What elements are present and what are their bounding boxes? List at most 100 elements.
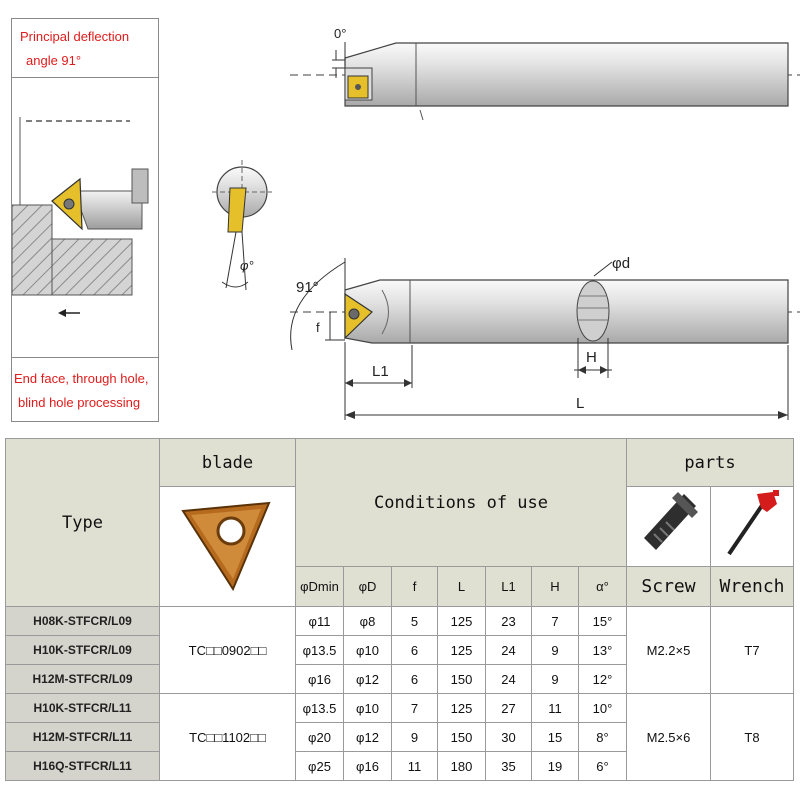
left-title-line2: angle 91° bbox=[26, 53, 82, 68]
row-d: φ12 bbox=[343, 664, 392, 694]
row-type: H08K-STFCR/L09 bbox=[5, 606, 160, 636]
row-type: H12M-STFCR/L09 bbox=[5, 664, 160, 694]
col-l1: L1 bbox=[485, 566, 532, 607]
row-dmin: φ20 bbox=[295, 722, 344, 752]
col-dmin: φDmin bbox=[295, 566, 344, 607]
row-h: 19 bbox=[531, 751, 579, 781]
angle-91-label: 91° bbox=[296, 279, 319, 296]
col-l: L bbox=[437, 566, 486, 607]
row-l: 180 bbox=[437, 751, 486, 781]
left-caption-area: End face, through hole, blind hole proce… bbox=[12, 357, 158, 422]
row-d: φ16 bbox=[343, 751, 392, 781]
angle-zero-label: 0° bbox=[334, 26, 346, 41]
table-row: H10K-STFCR/L11 TC□□1102□□ φ13.5 φ10 7 12… bbox=[5, 693, 794, 781]
row-alpha: 10° bbox=[578, 693, 627, 723]
conditions-header: Conditions of use bbox=[374, 492, 548, 513]
row-type: H12M-STFCR/L11 bbox=[5, 722, 160, 752]
left-title-area: Principal deflection angle 91° bbox=[12, 19, 158, 78]
row-l: 125 bbox=[437, 693, 486, 723]
row-h: 15 bbox=[531, 722, 579, 752]
row-h: 9 bbox=[531, 635, 579, 665]
cutting-illustration bbox=[12, 117, 149, 317]
angle-phi-label: φ° bbox=[240, 258, 254, 273]
blade-code: TC□□0902□□ bbox=[159, 606, 296, 694]
label-f: f bbox=[316, 320, 320, 335]
conditions-header-cell: Conditions of use bbox=[295, 438, 627, 567]
parts-header: parts bbox=[684, 452, 736, 473]
left-caption-line2: blind hole processing bbox=[18, 395, 141, 410]
table-row: H12M-STFCR/L11 φ20 φ12 9 150 30 15 8° bbox=[5, 722, 794, 752]
wrench-spec: T8 bbox=[710, 693, 794, 781]
row-h: 9 bbox=[531, 664, 579, 694]
parts-header-cell: parts bbox=[626, 438, 794, 487]
row-dmin: φ13.5 bbox=[295, 635, 344, 665]
screw-spec: M2.2×5 bbox=[626, 606, 711, 694]
screw-spec: M2.5×6 bbox=[626, 693, 711, 781]
row-d: φ10 bbox=[343, 635, 392, 665]
row-alpha: 8° bbox=[578, 722, 627, 752]
row-alpha: 13° bbox=[578, 635, 627, 665]
row-type: H10K-STFCR/L09 bbox=[5, 635, 160, 665]
label-L: L bbox=[576, 395, 584, 412]
blade-image-cell bbox=[159, 486, 296, 607]
table-row: H08K-STFCR/L09 TC□□0902□□ φ11 φ8 5 125 2… bbox=[5, 606, 794, 694]
table-row: H10K-STFCR/L09 φ13.5 φ10 6 125 24 9 13° bbox=[5, 635, 794, 665]
row-type: H10K-STFCR/L11 bbox=[5, 693, 160, 723]
row-d: φ12 bbox=[343, 722, 392, 752]
row-f: 9 bbox=[391, 722, 438, 752]
table-row: H16Q-STFCR/L11 φ25 φ16 11 180 35 19 6° bbox=[5, 751, 794, 781]
row-alpha: 15° bbox=[578, 606, 627, 636]
left-caption-line1: End face, through hole, bbox=[14, 371, 149, 386]
row-d: φ10 bbox=[343, 693, 392, 723]
row-type: H16Q-STFCR/L11 bbox=[5, 751, 160, 781]
label-phi-d: φd bbox=[612, 255, 630, 272]
left-title-line1: Principal deflection bbox=[20, 29, 130, 44]
row-l: 150 bbox=[437, 722, 486, 752]
row-dmin: φ11 bbox=[295, 606, 344, 636]
row-h: 7 bbox=[531, 606, 579, 636]
spec-table: Type blade Conditions of use parts bbox=[5, 438, 794, 781]
wrench-spec: T7 bbox=[710, 606, 794, 694]
row-dmin: φ25 bbox=[295, 751, 344, 781]
blade-header: blade bbox=[201, 452, 254, 473]
label-H: H bbox=[586, 349, 597, 366]
screw-header: Screw bbox=[626, 566, 711, 607]
screw-image-cell bbox=[626, 486, 711, 567]
row-f: 7 bbox=[391, 693, 438, 723]
wrench-image-cell bbox=[710, 486, 794, 567]
wrench-header: Wrench bbox=[710, 566, 794, 607]
row-l1: 35 bbox=[485, 751, 532, 781]
row-l: 125 bbox=[437, 606, 486, 636]
row-l1: 30 bbox=[485, 722, 532, 752]
torx-wrench-image bbox=[727, 490, 779, 556]
row-dmin: φ13.5 bbox=[295, 693, 344, 723]
row-h: 11 bbox=[531, 693, 579, 723]
col-h: H bbox=[531, 566, 579, 607]
row-f: 11 bbox=[391, 751, 438, 781]
boring-bar-drawing: 0° φ° 91° f φd H L1 L bbox=[212, 26, 800, 420]
label-L1: L1 bbox=[372, 363, 389, 380]
table-row: H12M-STFCR/L09 φ16 φ12 6 150 24 9 12° bbox=[5, 664, 794, 694]
row-f: 6 bbox=[391, 635, 438, 665]
col-f: f bbox=[391, 566, 438, 607]
row-alpha: 12° bbox=[578, 664, 627, 694]
row-l1: 23 bbox=[485, 606, 532, 636]
row-l1: 24 bbox=[485, 635, 532, 665]
row-l1: 27 bbox=[485, 693, 532, 723]
row-f: 6 bbox=[391, 664, 438, 694]
row-l: 125 bbox=[437, 635, 486, 665]
torx-screw-image bbox=[643, 492, 698, 550]
left-panel: Principal deflection angle 91° End face,… bbox=[11, 18, 159, 422]
row-d: φ8 bbox=[343, 606, 392, 636]
blade-header-cell: blade bbox=[159, 438, 296, 487]
row-l: 150 bbox=[437, 664, 486, 694]
col-alpha: α° bbox=[578, 566, 627, 607]
row-dmin: φ16 bbox=[295, 664, 344, 694]
col-d: φD bbox=[343, 566, 392, 607]
type-header: Type bbox=[62, 512, 103, 533]
insert-blade-image bbox=[180, 501, 271, 592]
row-alpha: 6° bbox=[578, 751, 627, 781]
row-f: 5 bbox=[391, 606, 438, 636]
blade-code: TC□□1102□□ bbox=[159, 693, 296, 781]
row-l1: 24 bbox=[485, 664, 532, 694]
